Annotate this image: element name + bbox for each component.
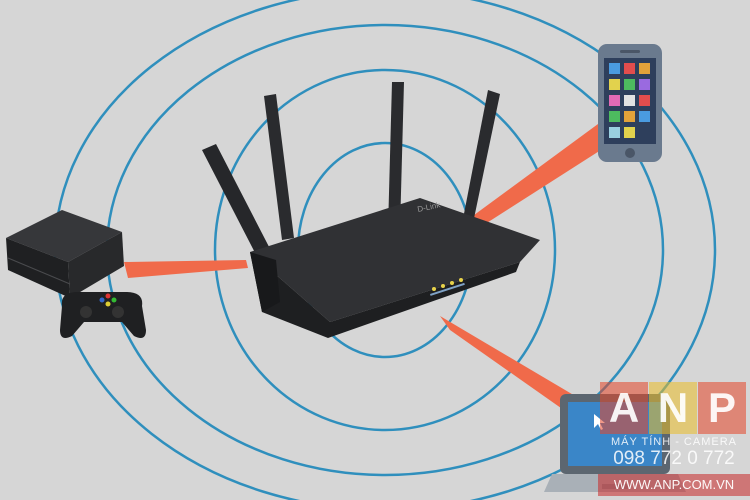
app-icon <box>609 111 620 122</box>
watermark-phone: 098 772 0 772 <box>613 448 735 469</box>
controller-button-blue <box>99 297 105 303</box>
router-leds <box>430 278 465 296</box>
watermark-letter-n: N <box>649 382 697 434</box>
watermark-tagline: MÁY TÍNH - CAMERA <box>611 436 737 448</box>
router-antenna <box>462 90 500 228</box>
router-led <box>441 284 445 288</box>
watermark-letter-a: A <box>600 382 648 434</box>
phone-app-icons <box>609 63 650 138</box>
app-icon <box>624 111 635 122</box>
console-side <box>68 232 124 298</box>
app-icon <box>609 63 620 74</box>
app-icon <box>639 63 650 74</box>
router-led <box>450 281 454 285</box>
beam-to-laptop <box>440 316 582 420</box>
console-seam <box>7 257 71 285</box>
app-icon <box>624 127 635 138</box>
router-antenna <box>202 144 282 278</box>
router-led-bar <box>430 282 465 296</box>
phone-speaker <box>620 50 640 53</box>
app-icon <box>609 127 620 138</box>
router-led <box>459 278 463 282</box>
controller-button-yellow <box>105 301 111 307</box>
controller-stick <box>80 306 92 318</box>
signal-beams <box>124 124 604 420</box>
console-top <box>6 210 122 262</box>
controller-button-green <box>111 297 117 303</box>
controller-button-red <box>105 293 111 299</box>
app-icon <box>639 95 650 106</box>
app-icon <box>639 79 650 90</box>
smartphone <box>598 44 662 162</box>
console-front <box>6 238 70 298</box>
router-antenna <box>388 82 404 230</box>
router-body-shade <box>250 252 280 312</box>
beam-to-phone <box>470 124 604 226</box>
app-icon <box>624 63 635 74</box>
watermark: A N P MÁY TÍNH - CAMERA 098 772 0 772 WW… <box>598 382 750 500</box>
app-icon <box>609 95 620 106</box>
laptop-cursor-icon <box>594 414 605 430</box>
controller-body <box>60 292 146 338</box>
watermark-letter-p: P <box>698 382 746 434</box>
beam-to-console <box>124 260 248 278</box>
app-icon <box>609 79 620 90</box>
phone-home-button <box>625 148 635 158</box>
router-body-top <box>250 198 540 322</box>
router-led <box>432 287 436 291</box>
game-console <box>6 210 124 298</box>
router-body-front <box>250 252 520 338</box>
app-icon <box>624 95 635 106</box>
app-icon <box>624 79 635 90</box>
app-icon <box>639 111 650 122</box>
controller-stick <box>112 306 124 318</box>
game-controller <box>60 292 146 338</box>
router: D-Link <box>202 82 540 338</box>
router-antenna <box>264 94 294 240</box>
signal-ring <box>213 68 557 432</box>
watermark-website: WWW.ANP.COM.VN <box>598 474 750 496</box>
